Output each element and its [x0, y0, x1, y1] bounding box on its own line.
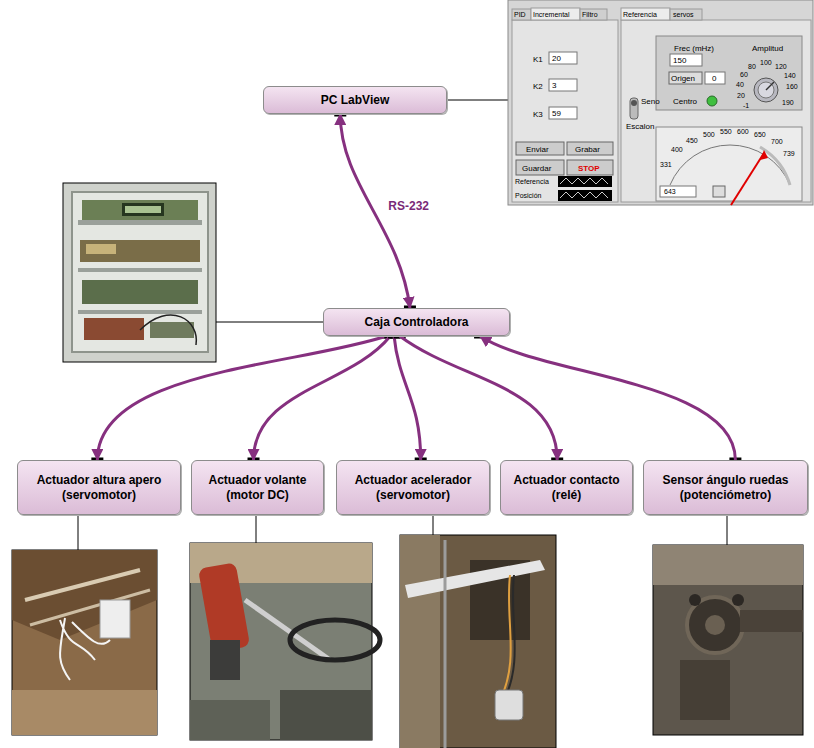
edge-label: RS-232	[385, 198, 432, 214]
screen-label: 643	[664, 188, 676, 195]
screen-label: Posición	[515, 192, 541, 199]
screen-label: K1	[533, 55, 543, 64]
screen-label: 739	[783, 150, 795, 157]
screen-label: Enviar	[526, 145, 549, 154]
screen-label: K3	[533, 110, 543, 119]
throttle-servo-photo	[400, 535, 556, 748]
screen-label: Escalon	[626, 122, 654, 131]
connector-arrow	[400, 336, 558, 460]
screen-label: 20	[552, 54, 561, 63]
screen-label: 20	[737, 92, 745, 99]
screen-label: 450	[686, 137, 698, 144]
connector-arrow	[394, 336, 421, 460]
screen-label: 331	[660, 161, 672, 168]
screen-label: Centro	[673, 97, 697, 106]
device-box: Actuador acelerador (servomotor)	[336, 460, 490, 515]
screen-label: Seno	[641, 97, 660, 106]
screen-label: 140	[784, 72, 796, 79]
screen-label: 500	[703, 131, 715, 138]
screen-label: 160	[786, 83, 798, 90]
controller-photo	[63, 183, 216, 362]
screen-label: PID	[514, 11, 526, 18]
screen-label: 700	[771, 138, 783, 145]
node-text: Actuador acelerador (servomotor)	[344, 473, 482, 503]
screen-label: 59	[552, 109, 561, 118]
screen-label: Referencia	[623, 11, 657, 18]
screen-label: Grabar	[575, 145, 600, 154]
screen-label: Incremental	[533, 11, 570, 18]
screen-label: servos	[673, 11, 694, 18]
screen-label: 80	[748, 63, 756, 70]
screen-label: 60	[740, 71, 748, 78]
screen-label: 120	[775, 63, 787, 70]
connector-arrow	[480, 336, 735, 460]
node-text: Actuador contacto (relé)	[508, 473, 625, 503]
screen-label: 190	[782, 99, 794, 106]
device-box: Actuador volante (motor DC)	[191, 460, 324, 515]
labview-screenshot	[508, 0, 813, 205]
connector-arrow	[254, 336, 391, 460]
system-box: Caja Controladora	[323, 308, 510, 336]
device-box: Actuador contacto (relé)	[500, 460, 633, 515]
system-box: PC LabView	[263, 86, 447, 114]
screen-label: 600	[737, 128, 749, 135]
screen-label: Origen	[671, 74, 695, 83]
screen-label: 40	[736, 81, 744, 88]
node-text: Caja Controladora	[364, 315, 468, 330]
screen-label: 400	[671, 146, 683, 153]
node-text: PC LabView	[321, 93, 389, 108]
device-box: Sensor ángulo ruedas (potenciómetro)	[643, 460, 808, 515]
screen-label: 150	[673, 56, 686, 65]
device-box: Actuador altura apero (servomotor)	[17, 460, 181, 515]
screen-label: -1	[743, 102, 749, 109]
screen-label: 0	[712, 74, 716, 83]
implement-photo	[12, 550, 157, 735]
screen-label: Filtro	[582, 11, 598, 18]
screen-label: 550	[720, 128, 732, 135]
steering-motor-photo	[190, 543, 380, 740]
screen-label: 100	[760, 59, 772, 66]
screen-label: 650	[754, 131, 766, 138]
screen-label: Guardar	[522, 164, 551, 173]
node-text: Sensor ángulo ruedas (potenciómetro)	[651, 473, 800, 503]
wheel-sensor-photo	[653, 545, 803, 735]
screen-label: Referencia	[515, 178, 549, 185]
connector-arrow	[97, 336, 386, 460]
screen-label: Amplitud	[752, 44, 783, 53]
screen-label: 3	[552, 81, 556, 90]
node-text: Actuador volante (motor DC)	[199, 473, 316, 503]
node-text: Actuador altura apero (servomotor)	[25, 473, 173, 503]
screen-label: Frec (mHz)	[674, 44, 714, 53]
screen-label: STOP	[578, 164, 600, 173]
screen-label: K2	[533, 82, 543, 91]
